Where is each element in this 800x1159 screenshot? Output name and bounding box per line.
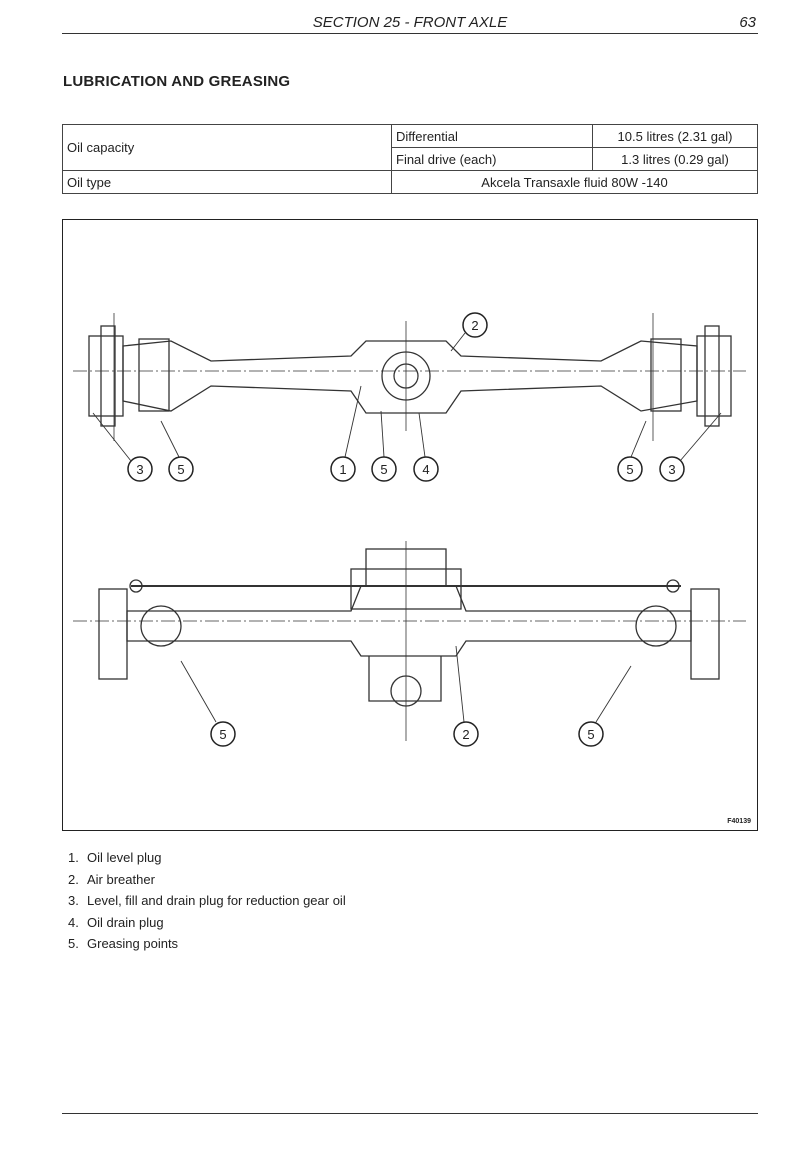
- table-cell: Akcela Transaxle fluid 80W -140: [391, 170, 758, 194]
- callout: 5: [371, 456, 397, 482]
- list-item: 4. Oil drain plug: [68, 915, 346, 937]
- table-cell: Differential: [391, 124, 593, 148]
- list-item: 1. Oil level plug: [68, 850, 346, 872]
- list-item: 2. Air breather: [68, 872, 346, 894]
- item-number: 4.: [68, 914, 79, 930]
- svg-text:3: 3: [136, 462, 143, 477]
- svg-text:5: 5: [380, 462, 387, 477]
- axle-diagram: 2 3 5 1 5 4 5 3 5 2 5 F40139: [62, 219, 758, 831]
- table-cell: Oil capacity: [62, 124, 392, 171]
- legend-list: 1. Oil level plug 2. Air breather 3. Level,…: [68, 850, 346, 958]
- callout: 2: [462, 312, 488, 338]
- list-item: 3. Level, fill and drain plug for reducti…: [68, 893, 346, 915]
- callout: 1: [330, 456, 356, 482]
- callout: 2: [453, 721, 479, 747]
- item-number: 3.: [68, 893, 79, 908]
- svg-text:5: 5: [587, 727, 594, 742]
- svg-text:5: 5: [177, 462, 184, 477]
- item-text: Oil drain plug: [87, 914, 164, 930]
- item-number: 5.: [68, 936, 79, 951]
- item-text: Air breather: [87, 871, 155, 887]
- footer-rule: [62, 1113, 758, 1114]
- section-heading: LUBRICATION AND GREASING: [63, 73, 291, 90]
- item-text: Oil level plug: [87, 850, 162, 865]
- list-item: 5. Greasing points: [68, 936, 346, 958]
- item-text: Level, fill and drain plug for reduction…: [87, 893, 346, 908]
- callout: 5: [210, 721, 236, 747]
- page-header: SECTION 25 - FRONT AXLE 63: [62, 12, 758, 34]
- svg-text:1: 1: [339, 462, 346, 477]
- table-cell: 1.3 litres (0.29 gal): [592, 147, 758, 171]
- callout: 3: [127, 456, 153, 482]
- axle-drawing: 2 3 5 1 5 4 5 3 5 2 5: [73, 312, 746, 747]
- item-number: 1.: [68, 850, 79, 865]
- svg-text:2: 2: [462, 727, 469, 742]
- table-row: Oil capacity Differential 10.5 litres (2…: [62, 124, 758, 171]
- callout: 4: [413, 456, 439, 482]
- svg-text:3: 3: [668, 462, 675, 477]
- table-row: Oil type Akcela Transaxle fluid 80W -140: [62, 170, 758, 194]
- table-cell: 10.5 litres (2.31 gal): [592, 124, 758, 148]
- axle-top-view: [73, 541, 746, 741]
- callout: 3: [659, 456, 685, 482]
- svg-text:2: 2: [471, 318, 478, 333]
- figure-id: F40139: [727, 818, 751, 825]
- callout: 5: [168, 456, 194, 482]
- axle-front-view: [73, 313, 746, 441]
- callouts: 2 3 5 1 5 4 5 3 5 2 5: [127, 312, 685, 747]
- table-row: Final drive (each) 1.3 litres (0.29 gal): [63, 147, 758, 171]
- section-title: SECTION 25 - FRONT AXLE: [312, 14, 508, 31]
- item-text: Greasing points: [87, 936, 179, 951]
- svg-text:5: 5: [626, 462, 633, 477]
- callout: 5: [578, 721, 604, 747]
- svg-text:4: 4: [422, 462, 429, 477]
- svg-text:5: 5: [219, 727, 226, 742]
- table-cell: Oil type: [62, 170, 392, 194]
- page-number: 63: [739, 14, 756, 31]
- oil-spec-table: Oil capacity Differential 10.5 litres (2…: [62, 124, 758, 194]
- callout: 5: [617, 456, 643, 482]
- item-number: 2.: [68, 871, 79, 887]
- table-cell: Final drive (each): [391, 147, 593, 171]
- leader-lines: [92, 332, 722, 723]
